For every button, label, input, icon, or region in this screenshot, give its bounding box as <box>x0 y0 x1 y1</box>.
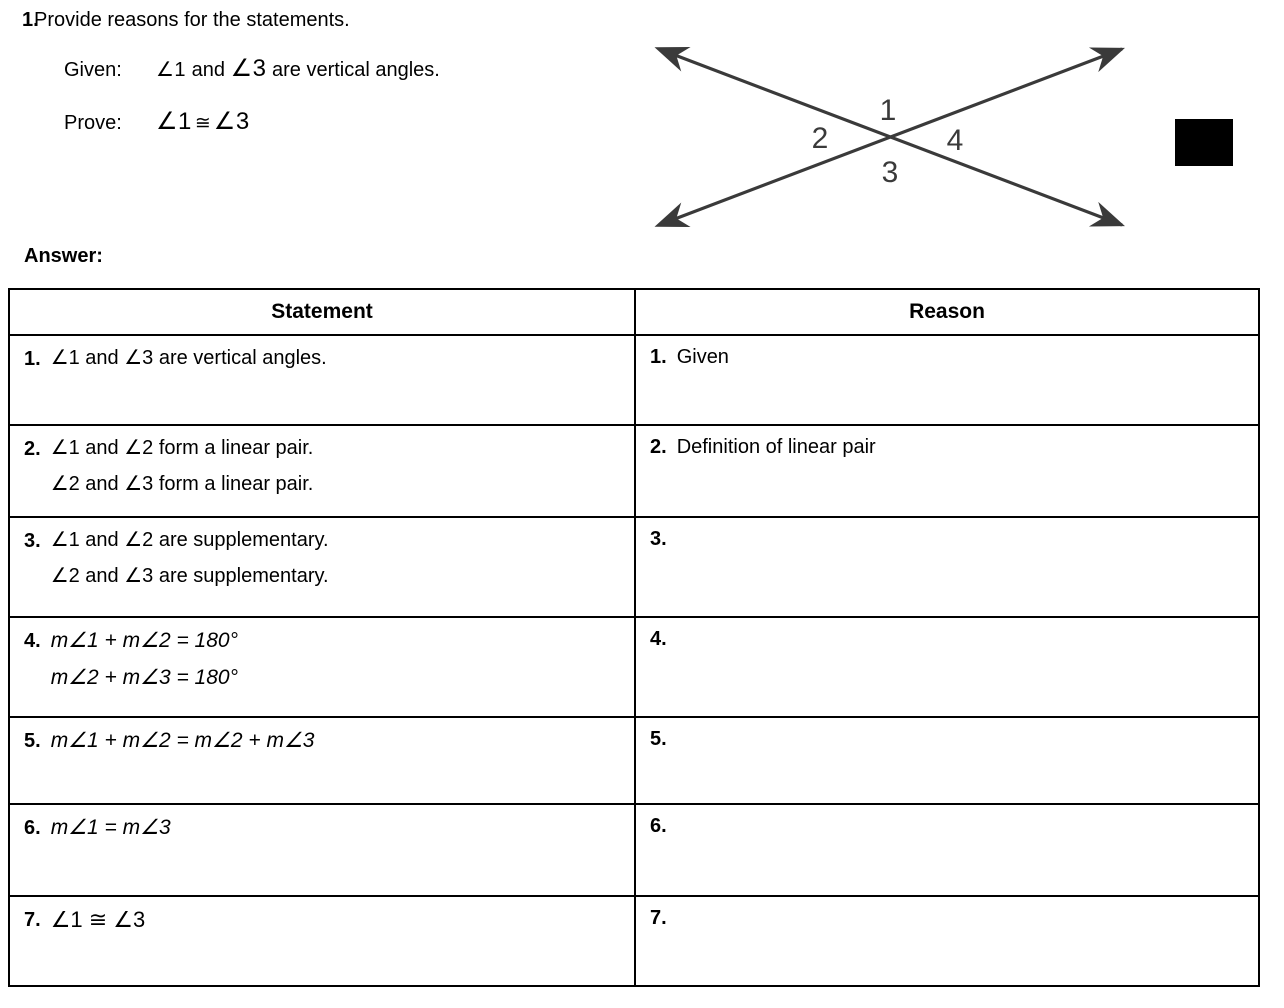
congruent-symbol: ≅ <box>194 113 211 134</box>
vertical-angles-diagram: 1 2 3 4 <box>620 20 1160 250</box>
given-angle-3: ∠3 <box>230 55 267 82</box>
table-header-row: Statement Reason <box>8 288 1260 336</box>
statement-number-7: 7. <box>24 909 41 931</box>
reason-text-2: Definition of linear pair <box>676 436 876 458</box>
statement-text-4b: m∠2 + m∠3 = 180° <box>50 666 238 689</box>
statement-cell-6: 6. m∠1 = m∠3 <box>8 803 636 897</box>
given-label: Given: <box>64 59 122 81</box>
given-row: Given: ∠1 and ∠3 are vertical angles. <box>0 54 640 83</box>
problem-prompt-row: 1. Provide reasons for the statements. <box>0 8 640 32</box>
column-header-statement: Statement <box>8 288 636 336</box>
statement-text-6: m∠1 = m∠3 <box>50 816 171 839</box>
problem-prompt: Provide reasons for the statements. <box>34 9 350 31</box>
column-header-reason: Reason <box>634 288 1260 336</box>
given-angle-1: ∠1 <box>156 59 187 81</box>
given-conjunction: and <box>191 59 225 81</box>
reason-number-2: 2. <box>650 436 667 458</box>
prove-body: ∠1≅∠3 <box>156 107 640 136</box>
reason-cell-7[interactable]: 7. <box>634 895 1260 987</box>
statement-text-1: ∠1 and ∠3 are vertical angles. <box>50 347 327 369</box>
table-row: 3. ∠1 and ∠2 are supplementary. ∠2 and ∠… <box>8 516 1260 618</box>
statement-cell-2: 2. ∠1 and ∠2 form a linear pair. ∠2 and … <box>8 424 636 518</box>
reason-cell-3[interactable]: 3. <box>634 516 1260 618</box>
prove-angle-1: ∠1 <box>156 108 192 135</box>
answer-label: Answer: <box>24 245 103 267</box>
reason-cell-6[interactable]: 6. <box>634 803 1260 897</box>
statement-number-5: 5. <box>24 730 41 752</box>
table-row: 1. ∠1 and ∠3 are vertical angles. 1. Giv… <box>8 334 1260 426</box>
reason-cell-5[interactable]: 5. <box>634 716 1260 805</box>
statement-cell-3: 3. ∠1 and ∠2 are supplementary. ∠2 and ∠… <box>8 516 636 618</box>
statement-cell-4: 4. m∠1 + m∠2 = 180° m∠2 + m∠3 = 180° <box>8 616 636 718</box>
reason-text-1: Given <box>676 346 729 368</box>
reason-number-1: 1. <box>650 346 667 368</box>
statement-cell-5: 5. m∠1 + m∠2 = m∠2 + m∠3 <box>8 716 636 805</box>
reason-cell-1[interactable]: 1. Given <box>634 334 1260 426</box>
table-row: 2. ∠1 and ∠2 form a linear pair. ∠2 and … <box>8 424 1260 518</box>
statement-number-2: 2. <box>24 438 41 460</box>
diagram-angle-label-4: 4 <box>947 124 964 157</box>
diagram-angle-label-1: 1 <box>880 94 897 127</box>
table-row: 5. m∠1 + m∠2 = m∠2 + m∠3 5. <box>8 716 1260 805</box>
reason-number-3: 3. <box>650 528 667 550</box>
prove-angle-3: ∠3 <box>213 108 250 135</box>
reason-cell-2[interactable]: 2. Definition of linear pair <box>634 424 1260 518</box>
problem-number: 1. <box>22 9 39 31</box>
statement-number-4: 4. <box>24 630 41 652</box>
statement-text-5: m∠1 + m∠2 = m∠2 + m∠3 <box>50 729 315 752</box>
reason-number-5: 5. <box>650 728 667 750</box>
statement-text-7: ∠1 ≅ ∠3 <box>50 907 146 932</box>
statement-text-2b: ∠2 and ∠3 form a linear pair. <box>50 473 314 495</box>
diagram-line-b <box>654 46 1125 227</box>
reason-number-4: 4. <box>650 628 667 650</box>
given-predicate: are vertical angles. <box>272 59 440 81</box>
statement-text-3a: ∠1 and ∠2 are supplementary. <box>50 529 329 551</box>
statement-text-4a: m∠1 + m∠2 = 180° <box>50 629 238 652</box>
statement-cell-1: 1. ∠1 and ∠3 are vertical angles. <box>8 334 636 426</box>
reason-number-6: 6. <box>650 815 667 837</box>
statement-number-6: 6. <box>24 817 41 839</box>
table-row: 6. m∠1 = m∠3 6. <box>8 803 1260 897</box>
diagram-angle-label-2: 2 <box>812 122 829 155</box>
black-redaction-box <box>1175 119 1233 166</box>
statement-number-1: 1. <box>24 348 41 370</box>
statement-number-3: 3. <box>24 530 41 552</box>
reason-number-7: 7. <box>650 907 667 929</box>
statement-text-3b: ∠2 and ∠3 are supplementary. <box>50 565 329 587</box>
diagram-angle-label-3: 3 <box>882 156 899 189</box>
table-row: 7. ∠1 ≅ ∠3 7. <box>8 895 1260 987</box>
reason-cell-4[interactable]: 4. <box>634 616 1260 718</box>
table-row: 4. m∠1 + m∠2 = 180° m∠2 + m∠3 = 180° 4. <box>8 616 1260 718</box>
statement-text-2a: ∠1 and ∠2 form a linear pair. <box>50 437 314 459</box>
problem-block: 1. Provide reasons for the statements. G… <box>0 0 640 136</box>
given-body: ∠1 and ∠3 are vertical angles. <box>156 54 640 83</box>
prove-row: Prove: ∠1≅∠3 <box>0 107 640 136</box>
two-column-proof-table: Statement Reason 1. ∠1 and ∠3 are vertic… <box>8 288 1260 987</box>
statement-cell-7: 7. ∠1 ≅ ∠3 <box>8 895 636 987</box>
prove-label: Prove: <box>64 112 122 134</box>
